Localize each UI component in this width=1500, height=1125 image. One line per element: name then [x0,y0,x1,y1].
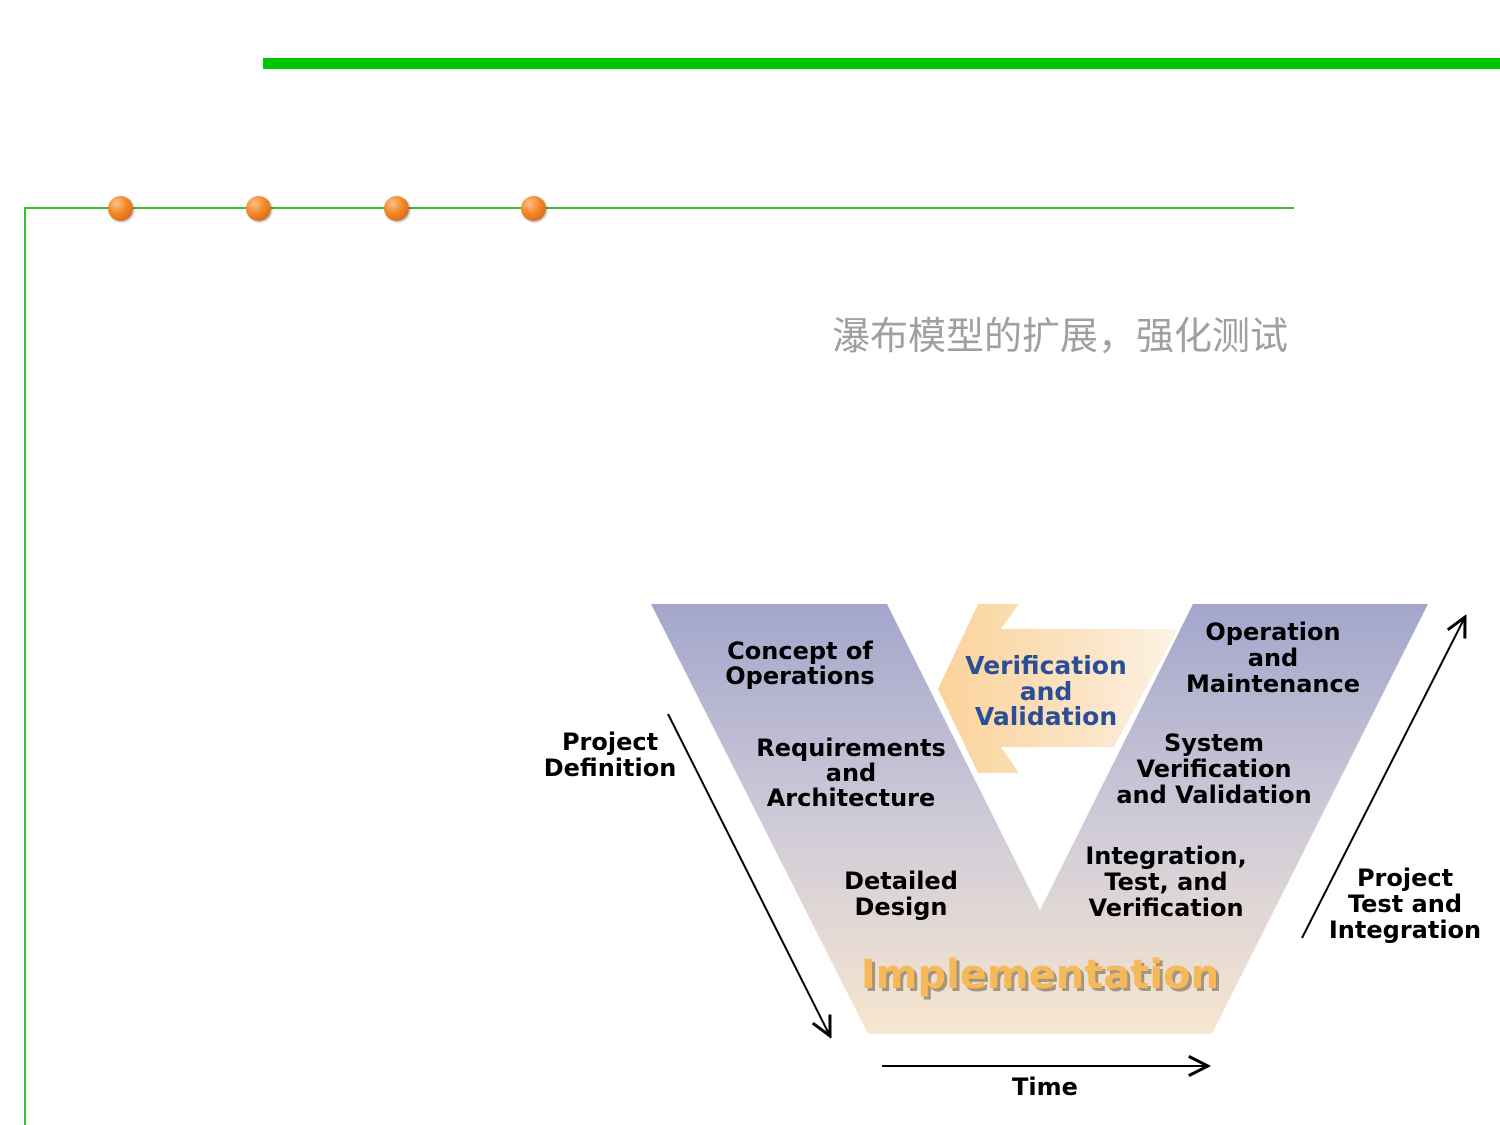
diagram-text-line: Project [562,728,658,756]
project-definition-arrow [667,713,830,1036]
diagram-text-line: Requirements [756,734,946,762]
orange-bullet-1 [108,196,133,221]
v-shape [651,604,1428,1034]
diagram-text-line: Verification [1088,894,1243,922]
diagram-text-line: and [1020,677,1073,706]
diagram-text-line: Design [855,893,948,921]
diagram-text-line: Operations [725,662,874,690]
orange-bullet-4 [521,196,546,221]
diagram-text-line: Test and [1348,890,1462,918]
requirements-architecture-label: Requirements and Architecture [756,734,946,812]
diagram-text-line: Test, and [1104,868,1227,896]
system-verification-validation-label: System Verification and Validation [1116,729,1311,809]
diagram-text-line: Concept of [727,637,873,665]
diagram-text-line: Definition [544,754,677,782]
verification-validation-arrow [938,604,1178,773]
diagram-text-line: and [1248,644,1298,672]
slide-subtitle: 瀑布模型的扩展，强化测试 [832,314,1289,358]
project-definition-label: Project Definition [544,728,677,782]
diagram-text-line: Validation [975,702,1117,731]
diagram-text-line: Architecture [767,784,936,812]
diagram-text-line: Integration [1329,916,1481,944]
orange-bullet-2 [246,196,271,221]
diagram-text-line: Integration, [1085,842,1246,870]
diagram-text-line: and Validation [1116,781,1311,809]
diagram-text-line: Verification [965,651,1127,680]
diagram-text-line: Maintenance [1186,670,1360,698]
implementation-label-shadow: Implementation [864,955,1222,1001]
project-test-integration-arrow [1301,617,1465,939]
project-test-integration-label: Project Test and Integration [1329,864,1481,944]
integration-test-verification-label: Integration, Test, and Verification [1085,842,1246,922]
implementation-label: Implementation [861,952,1219,998]
diagram-text-line: Project [1357,864,1453,892]
top-accent-bar [263,58,1500,69]
diagram-text-line: System [1164,729,1264,757]
concept-of-operations-label: Concept of Operations [725,637,874,690]
operation-maintenance-label: Operation and Maintenance [1186,618,1360,698]
verification-validation-label: Verification and Validation [965,651,1127,731]
diagram-text-line: Detailed [844,867,958,895]
diagram-text-line: and [826,759,876,787]
orange-bullet-3 [384,196,409,221]
diagram-text-line: Verification [1136,755,1291,783]
time-label: Time [1012,1073,1078,1101]
detailed-design-label: Detailed Design [844,867,958,921]
diagram-text-line: Operation [1205,618,1340,646]
frame-left-line [24,207,26,1125]
frame-top-line [24,207,1294,209]
